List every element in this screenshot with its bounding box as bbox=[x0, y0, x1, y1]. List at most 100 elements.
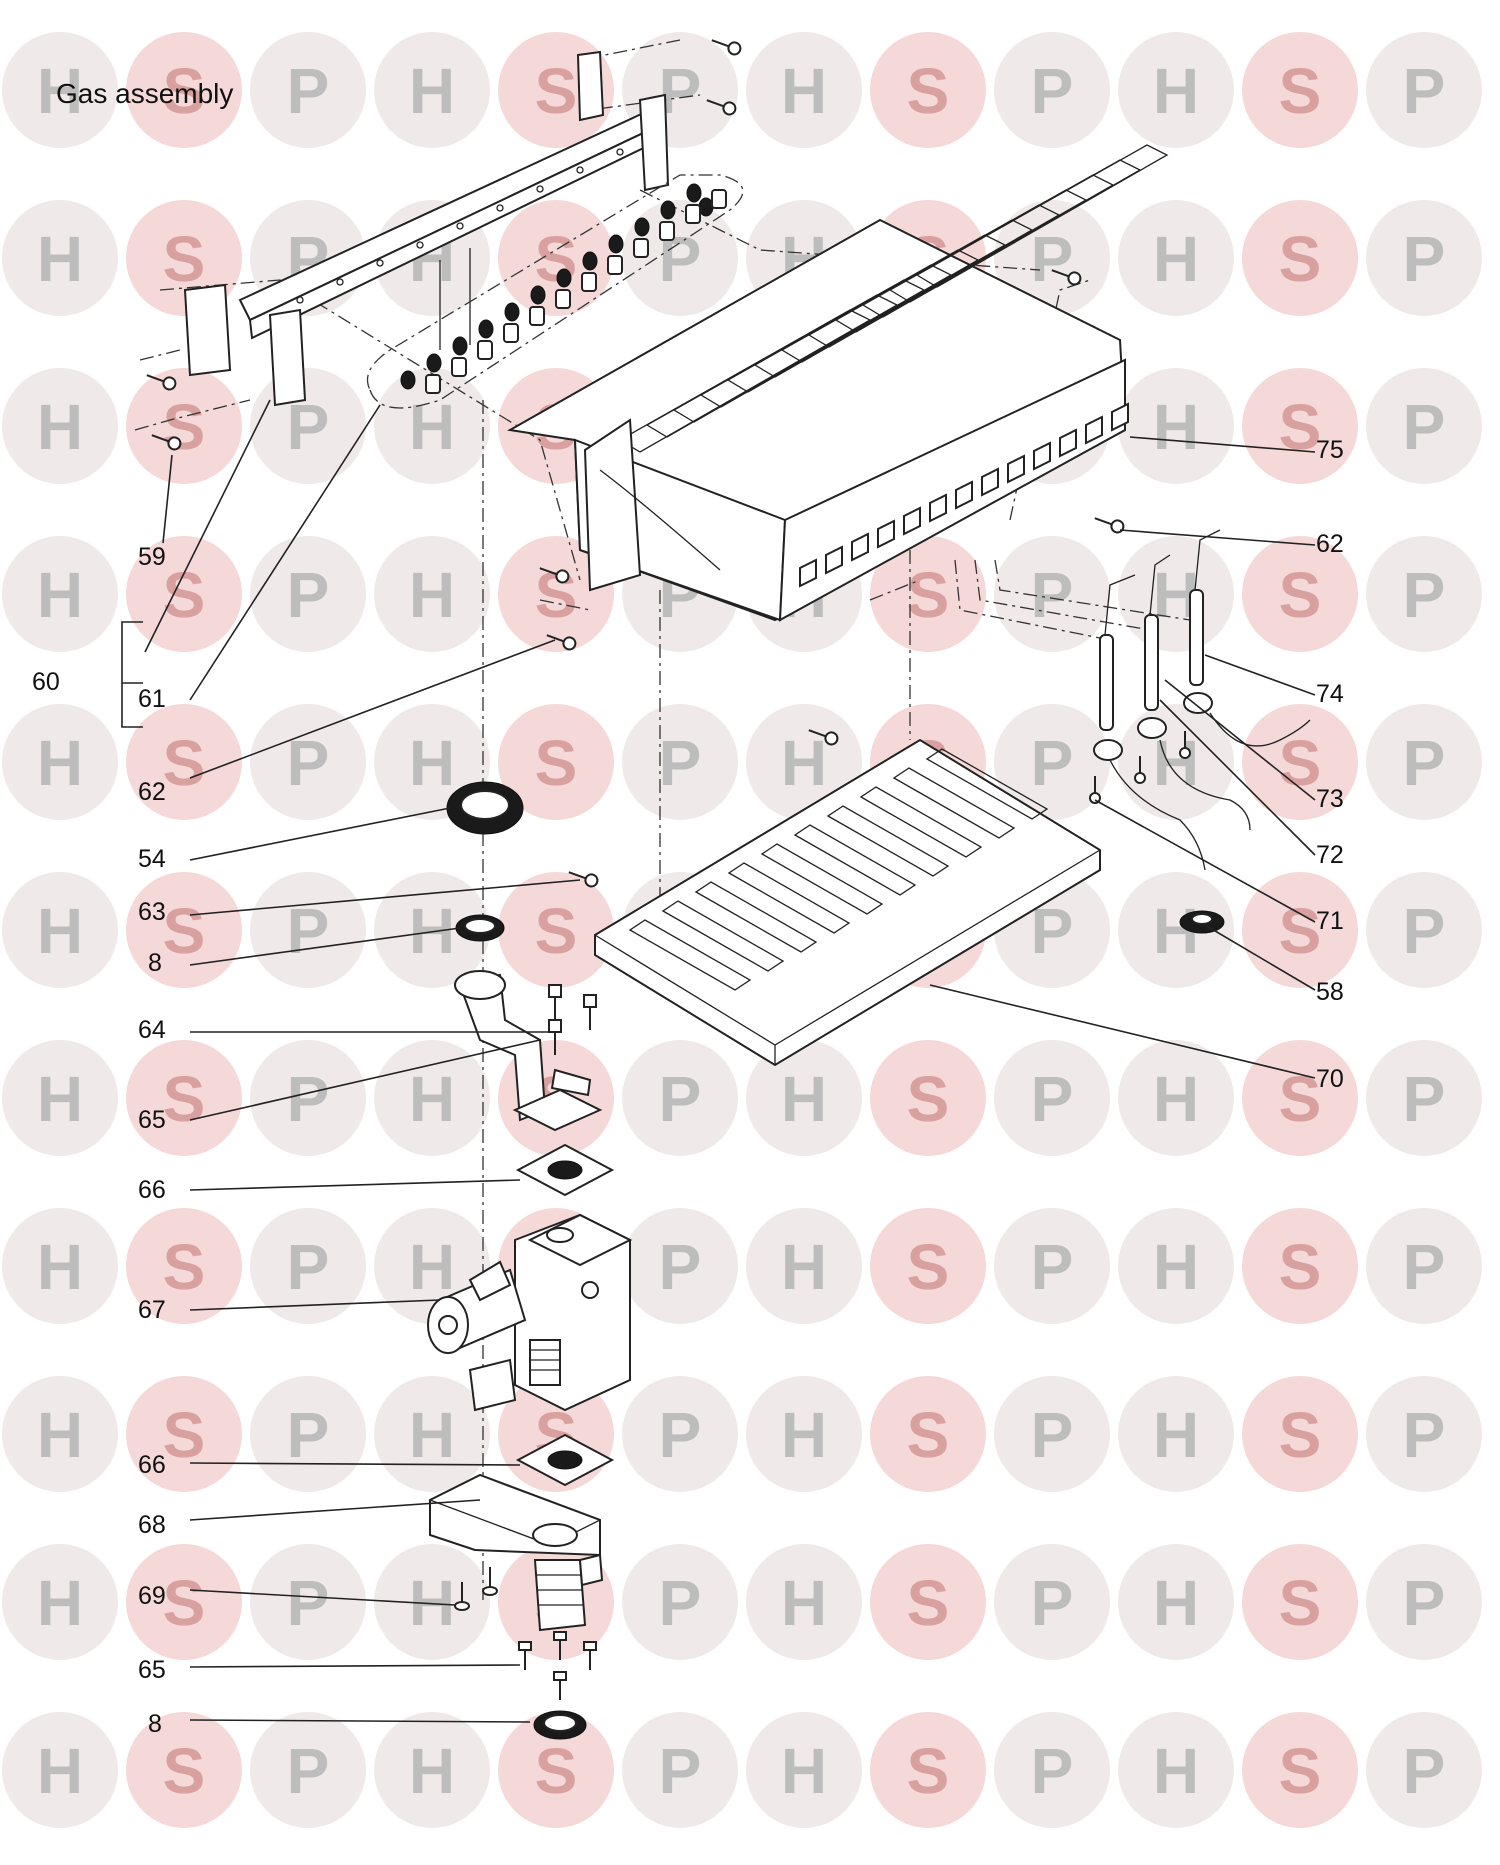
watermark-letter: P bbox=[1403, 1063, 1446, 1135]
callout-62-left: 62 bbox=[138, 778, 166, 806]
watermark-letter: P bbox=[659, 727, 702, 799]
watermark-circle bbox=[250, 704, 366, 820]
watermark-circle bbox=[374, 536, 490, 652]
watermark-circle bbox=[250, 872, 366, 988]
watermark-letter: S bbox=[1279, 55, 1322, 127]
burner-port-window bbox=[1007, 454, 1025, 484]
callout-69: 69 bbox=[138, 1582, 166, 1610]
watermark-circle bbox=[126, 1208, 242, 1324]
watermark-letter: S bbox=[163, 1063, 206, 1135]
tray-rib bbox=[760, 843, 884, 915]
watermark-letter: P bbox=[1403, 55, 1446, 127]
tray-rib bbox=[826, 805, 950, 877]
callout-72: 72 bbox=[1316, 841, 1344, 869]
watermark-circle bbox=[870, 1040, 986, 1156]
watermark-circle bbox=[250, 1208, 366, 1324]
sealing-ring bbox=[446, 781, 524, 835]
callout-75: 75 bbox=[1316, 436, 1344, 464]
watermark-letter: H bbox=[37, 727, 83, 799]
tray-rib bbox=[859, 786, 983, 858]
burner-tray bbox=[594, 738, 1101, 1067]
callout-65-upper: 65 bbox=[138, 1106, 166, 1134]
watermark-circle bbox=[870, 1712, 986, 1828]
watermark-circle bbox=[2, 872, 118, 988]
callout-74: 74 bbox=[1316, 680, 1344, 708]
watermark-circle bbox=[498, 1712, 614, 1828]
watermark-circle bbox=[870, 1376, 986, 1492]
watermark-letter: P bbox=[287, 895, 330, 967]
watermark-letter: P bbox=[287, 727, 330, 799]
watermark-circle bbox=[250, 1544, 366, 1660]
lower-screws bbox=[454, 1567, 597, 1700]
watermark-circle bbox=[1242, 536, 1358, 652]
watermark-circle bbox=[2, 200, 118, 316]
watermark-letter: P bbox=[287, 1231, 330, 1303]
watermark-circle bbox=[126, 704, 242, 820]
watermark-letter: P bbox=[1031, 1063, 1074, 1135]
watermark-circle bbox=[994, 1712, 1110, 1828]
watermark-circle bbox=[126, 872, 242, 988]
burner-port-window bbox=[1085, 415, 1103, 445]
watermark-circle bbox=[1366, 1376, 1482, 1492]
watermark-circle bbox=[374, 368, 490, 484]
watermark-letter: H bbox=[409, 1735, 455, 1807]
callout-66-upper: 66 bbox=[138, 1176, 166, 1204]
watermark-letter: S bbox=[163, 55, 206, 127]
watermark-letter: H bbox=[37, 391, 83, 463]
watermark-letter: H bbox=[37, 1063, 83, 1135]
watermark-letter: H bbox=[1153, 1231, 1199, 1303]
watermark-circle bbox=[126, 536, 242, 652]
watermark-letter: H bbox=[1153, 223, 1199, 295]
watermark-letter: S bbox=[907, 55, 950, 127]
watermark-circle bbox=[2, 1376, 118, 1492]
watermark-circle bbox=[2, 1544, 118, 1660]
watermark-letter: H bbox=[37, 223, 83, 295]
watermark-circle bbox=[746, 1040, 862, 1156]
callout-66-lower: 66 bbox=[138, 1451, 166, 1479]
watermark-letter: S bbox=[1279, 223, 1322, 295]
burner-port-window bbox=[877, 519, 895, 549]
watermark-letter: H bbox=[1153, 55, 1199, 127]
burner-blade bbox=[915, 144, 1169, 288]
watermark-letter: H bbox=[781, 727, 827, 799]
watermark-circle bbox=[622, 1544, 738, 1660]
diagram-title: Gas assembly bbox=[56, 78, 233, 109]
watermark-letter: P bbox=[1403, 1231, 1446, 1303]
watermark-circle bbox=[994, 1376, 1110, 1492]
watermark-circle bbox=[250, 1712, 366, 1828]
watermark-letter: S bbox=[163, 895, 206, 967]
watermark-letter: H bbox=[781, 1399, 827, 1471]
watermark-circle bbox=[126, 1712, 242, 1828]
watermark-letter: H bbox=[409, 1063, 455, 1135]
manifold-bar bbox=[183, 50, 744, 409]
watermark-letter: P bbox=[659, 1399, 702, 1471]
gas-valve bbox=[427, 1213, 633, 1412]
tray-rib bbox=[925, 748, 1049, 820]
electrode-set bbox=[1089, 529, 1311, 871]
inlet-elbow bbox=[454, 970, 603, 1132]
burner-port-window bbox=[929, 493, 947, 523]
gasket-lower bbox=[515, 1433, 615, 1487]
watermark-letter: H bbox=[1153, 1063, 1199, 1135]
watermark-letter: H bbox=[781, 1567, 827, 1639]
watermark-circle bbox=[126, 1040, 242, 1156]
watermark-circle bbox=[746, 1544, 862, 1660]
watermark-letter: S bbox=[163, 559, 206, 631]
burner-port-window bbox=[903, 506, 921, 536]
watermark-circle bbox=[1118, 1040, 1234, 1156]
watermark-letter: H bbox=[409, 391, 455, 463]
callout-63: 63 bbox=[138, 898, 166, 926]
watermark-letter: P bbox=[287, 55, 330, 127]
callout-leaders bbox=[121, 399, 1316, 1723]
watermark-letter: S bbox=[1279, 1735, 1322, 1807]
watermark-circle bbox=[994, 704, 1110, 820]
watermark-letter: P bbox=[659, 1063, 702, 1135]
watermark-circle bbox=[1118, 32, 1234, 148]
watermark-circle bbox=[2, 536, 118, 652]
burner-port-window bbox=[981, 467, 999, 497]
watermark-letter: S bbox=[535, 895, 578, 967]
watermark-letter: H bbox=[37, 1399, 83, 1471]
watermark-letter: P bbox=[1403, 1567, 1446, 1639]
watermark-circle bbox=[1118, 1376, 1234, 1492]
watermark-circle bbox=[126, 1544, 242, 1660]
